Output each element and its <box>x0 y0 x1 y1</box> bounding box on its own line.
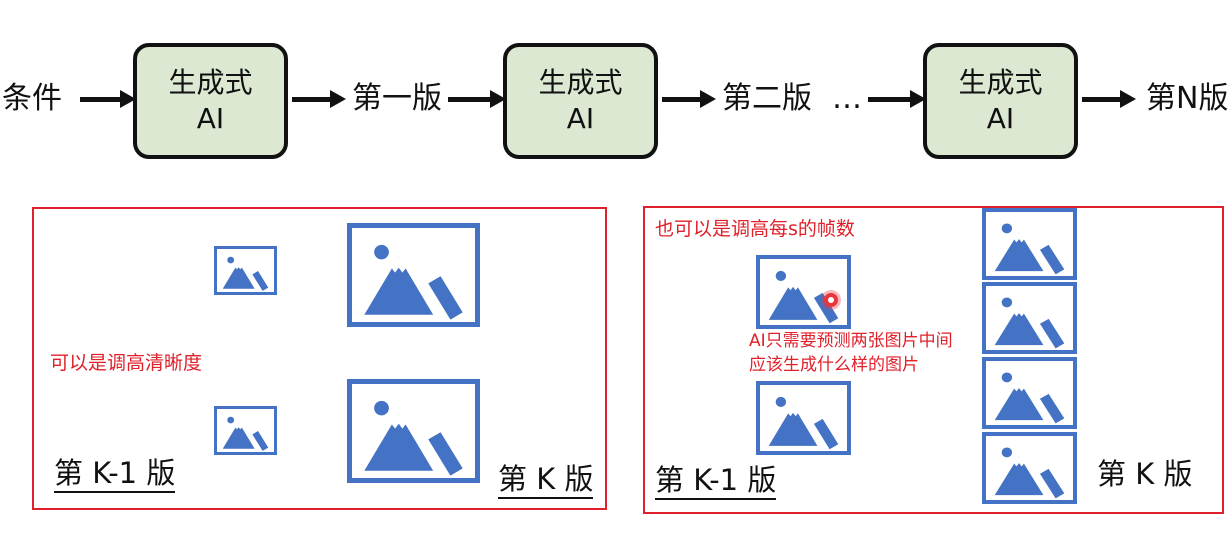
ai-box-label-line1: 生成式 <box>958 66 1043 99</box>
frame-rate-panel: 也可以是调高每s的帧数 AI只需要预测两张图片中间 应该生成什么样的图片 第 K… <box>643 206 1224 514</box>
image-icon <box>982 432 1077 504</box>
version-n-label: 第N版 <box>1146 81 1229 116</box>
image-icon <box>214 406 277 455</box>
image-icon <box>347 379 480 483</box>
image-icon <box>756 381 851 455</box>
version-k-minus-1-label: 第 K-1 版 <box>655 464 777 500</box>
version-k-label: 第 K 版 <box>1097 457 1193 491</box>
image-icon <box>347 223 480 327</box>
resolution-panel: 可以是调高清晰度 第 K-1 版 第 K 版 <box>32 207 607 510</box>
arrow-condition-to-ai1 <box>80 90 136 108</box>
image-icon <box>756 255 851 329</box>
generative-ai-box-3: 生成式 AI <box>923 43 1078 159</box>
arrow-ai1-to-v1 <box>292 90 346 108</box>
interpolation-note-line1: AI只需要预测两张图片中间 <box>749 331 953 351</box>
version-k-minus-1-label: 第 K-1 版 <box>54 457 176 493</box>
arrow-ai2-to-v2 <box>662 90 716 108</box>
arrow-ai3-to-vn <box>1082 90 1136 108</box>
version-1-label: 第一版 <box>352 81 442 116</box>
generative-ai-box-2: 生成式 AI <box>503 43 658 159</box>
version-k-label: 第 K 版 <box>498 463 594 499</box>
pointer-dot <box>824 293 838 307</box>
version-2-label: 第二版 <box>722 81 812 116</box>
ellipsis: … <box>832 81 862 116</box>
ai-box-label-line1: 生成式 <box>538 66 623 99</box>
ai-box-label-line2: AI <box>566 102 595 135</box>
condition-label: 条件 <box>2 81 62 116</box>
ai-box-label-line2: AI <box>196 102 225 135</box>
image-icon <box>982 357 1077 429</box>
resolution-note: 可以是调高清晰度 <box>50 352 203 374</box>
frame-rate-note: 也可以是调高每s的帧数 <box>655 218 855 240</box>
ai-box-label-line1: 生成式 <box>168 66 253 99</box>
image-icon <box>214 246 277 295</box>
image-icon <box>982 208 1077 280</box>
arrow-v1-to-ai2 <box>448 90 506 108</box>
generative-ai-box-1: 生成式 AI <box>133 43 288 159</box>
image-icon <box>982 282 1077 354</box>
arrow-ellipsis-to-ai3 <box>868 90 926 108</box>
interpolation-note-line2: 应该生成什么样的图片 <box>749 355 919 375</box>
ai-box-label-line2: AI <box>986 102 1015 135</box>
